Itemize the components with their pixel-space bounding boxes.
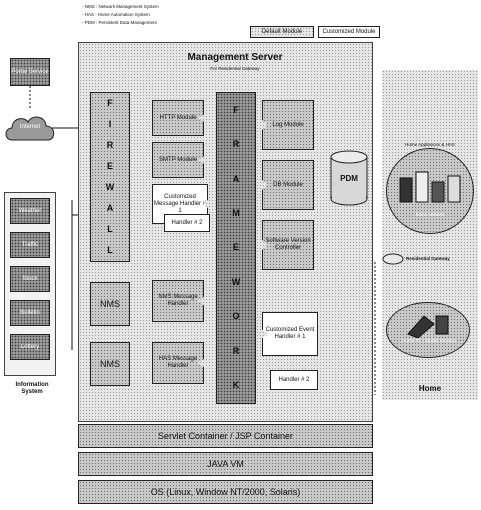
gateway-label: Residential Gateway [406,256,478,261]
legend: - NMS : Network Management System - HAS … [82,4,252,25]
nms-message-handler: NMS Message Handler [152,280,204,322]
computer-icon [404,312,452,338]
framework-letter: F [233,106,239,115]
firewall-letter: F [107,99,113,108]
home-caption: Home [410,384,450,393]
http-module: HTTP Module [152,100,204,136]
has-message-handler: HAS Message Handler [152,342,204,384]
gateway-device [382,252,404,266]
pc-illustration [404,312,452,338]
log-module: Log Module [262,100,314,150]
firewall-letter: I [109,120,112,129]
nms-box: NMS [90,282,130,326]
firewall-letter: W [106,183,115,192]
framework-letter: M [232,209,240,218]
info-caption: Information System [8,382,56,396]
internet-label: Internet [2,124,58,131]
home-pc-label: Home PC / Mobile Devices [392,338,466,343]
home-appliances-label: Home Appliances & HAS [384,142,476,147]
legend-item: - PDM : Persistent Data Management [82,20,252,25]
firewall-letter: E [107,162,113,171]
legend-item: - HAS : Home Automation System [82,12,252,17]
info-box: Lottery [10,334,50,360]
software-version-controller: Software Version Controller [262,220,314,270]
framework-letter: O [232,312,239,321]
info-box: Bulletin [10,300,50,326]
firewall-letter: L [107,246,113,255]
appliances-illustration [398,168,462,204]
legend-default-module: Default Module [250,26,314,38]
smtp-module: SMTP Module [152,142,204,178]
firewall-letter: L [107,225,113,234]
nms-box: NMS [90,342,130,386]
pdm-label: PDM [330,174,368,183]
framework-letter: K [233,381,240,390]
servlet-container-layer: Servlet Container / JSP Container [78,424,373,448]
router-icon [382,252,404,266]
firewall-letter: A [107,204,114,213]
info-box: Weather [10,198,50,224]
java-vm-layer: JAVA VM [78,452,373,476]
home-network-label: home network [390,212,470,217]
portal-service-box: Portal Service [10,58,50,86]
framework-letter: R [233,347,240,356]
firewall: F I R E W A L L [90,92,130,262]
framework-letter: A [233,175,240,184]
info-box: Stock [10,266,50,292]
handler-2-left: Handler # 2 [164,214,210,232]
handler-2-right: Handler # 2 [270,370,318,390]
customized-event-handler-1: Customized Event Handler # 1 [262,312,318,356]
server-subtitle: For Residential Gateway [150,66,320,71]
info-box: Traffic [10,232,50,258]
os-layer: OS (Linux, Window NT/2000, Solaris) [78,480,373,504]
pdm-database: PDM [330,150,368,206]
framework-letter: W [232,278,241,287]
framework-letter: R [233,140,240,149]
appliance-icon [398,168,462,204]
db-module: DB Module [262,160,314,210]
server-title: Management Server [150,52,320,63]
framework: F R A M E W O R K [216,92,256,404]
framework-letter: E [233,243,239,252]
internet-cloud: Internet [2,108,58,150]
legend-item: - NMS : Network Management System [82,4,252,9]
firewall-letter: R [107,141,114,150]
legend-customized-module: Customized Module [318,26,380,38]
